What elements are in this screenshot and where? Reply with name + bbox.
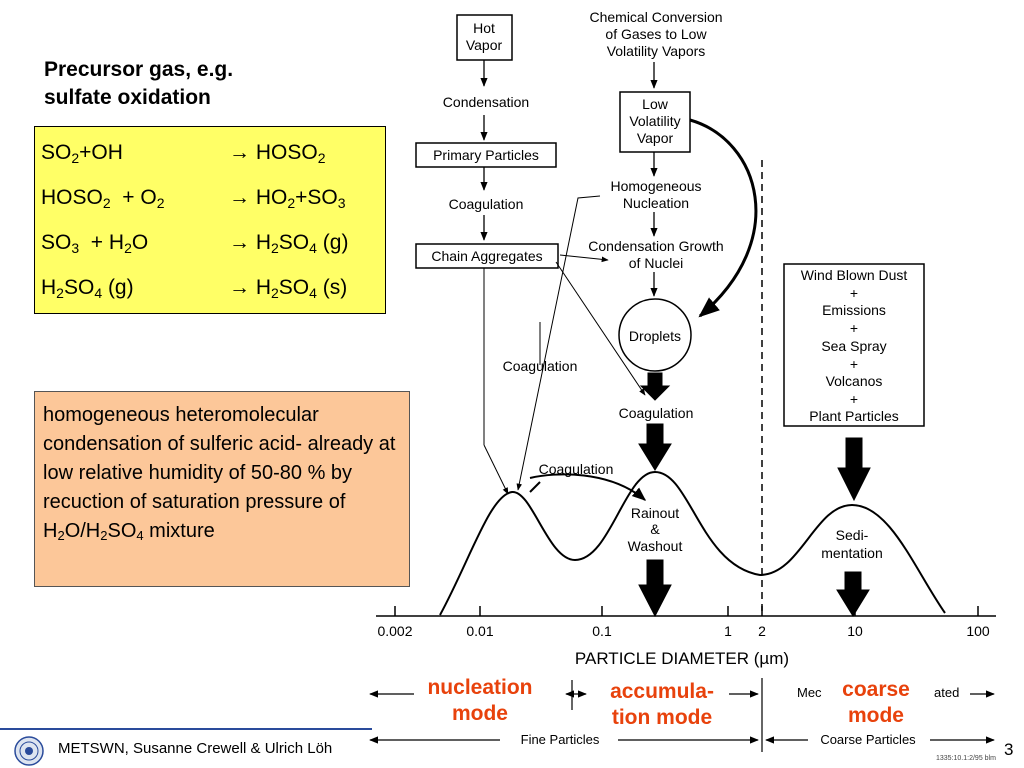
homogeneous-nucleation-1: Homogeneous: [610, 178, 701, 194]
source-3: Sea Spray: [821, 338, 886, 354]
accumulation-mode-line-1: accumula-: [610, 680, 714, 703]
chemical-conversion-3: Volatility Vapors: [607, 43, 706, 59]
fine-particles-label: Fine Particles: [521, 732, 600, 747]
nucleation-mode-line-1: nucleation: [427, 676, 533, 699]
accumulation-mode-line-2: tion mode: [611, 706, 713, 729]
reaction-left: H2SO4 (g): [41, 276, 134, 301]
tick-label: 100: [966, 623, 990, 639]
reaction-right: → HOSO2: [229, 141, 326, 166]
chain-aggregates-box: [415, 243, 559, 269]
reaction-left: SO3 + H2O: [41, 231, 149, 256]
sedimentation-label-2: mentation: [821, 545, 882, 561]
source-2: Emissions: [822, 302, 886, 318]
hot-vapor-label-1: Hot: [473, 20, 495, 36]
reaction-right: → H2SO4 (g): [229, 231, 349, 256]
coarse-particles-label: Coarse Particles: [820, 732, 916, 747]
nucleation-mode-line-2: mode: [451, 702, 508, 725]
tick-label: 10: [847, 623, 863, 639]
source-5: Plant Particles: [809, 408, 898, 424]
reaction-row: SO2+OH → HOSO2: [41, 141, 381, 171]
mech-label-left: Mec: [797, 685, 822, 700]
arrow: [483, 444, 509, 495]
coagulation-label-4: Coagulation: [539, 461, 614, 477]
page-number: 3: [1004, 740, 1014, 759]
low-volatility-label-3: Vapor: [637, 130, 674, 146]
chain-aggregates-label: Chain Aggregates: [431, 248, 542, 264]
primary-particles-box: [415, 142, 557, 168]
axis-ticks: [394, 606, 979, 616]
note-box: homogeneous heteromolecular condensation…: [34, 391, 410, 587]
size-distribution-curve: [439, 470, 946, 616]
arrow: [555, 261, 646, 396]
reaction-row: SO3 + H2O → H2SO4 (g): [41, 231, 381, 261]
mech-label-right: ated: [934, 685, 959, 700]
heading-line-2: sulfate oxidation: [44, 86, 211, 109]
reactions-box: SO2+OH → HOSO2 HOSO2 + O2 → HO2+SO3 SO3 …: [34, 126, 386, 314]
coarse-mode-label: coarse mode: [834, 677, 918, 729]
thick-arrow: [836, 571, 870, 617]
condensation-label: Condensation: [443, 94, 529, 110]
tick-mark: [529, 481, 541, 493]
coagulation-label-3: Coagulation: [619, 405, 694, 421]
hot-vapor-label-2: Vapor: [466, 37, 503, 53]
primary-particles-label: Primary Particles: [433, 147, 539, 163]
source-1: Wind Blown Dust: [801, 267, 908, 283]
source-plus: +: [850, 285, 858, 301]
thick-arrow: [837, 437, 871, 502]
reaction-row: H2SO4 (g) → H2SO4 (s): [41, 276, 381, 306]
axis-title: PARTICLE DIAMETER (µm): [575, 649, 789, 668]
reaction-row: HOSO2 + O2 → HO2+SO3: [41, 186, 381, 216]
heading-line-1: Precursor gas, e.g.: [44, 58, 234, 81]
figure-code: 1335:10.1:2/95 blm: [936, 755, 996, 762]
tick-label: 0.002: [377, 623, 412, 639]
thick-arrow: [638, 559, 672, 618]
rainout-label-1: Rainout: [631, 505, 679, 521]
sources-box: [783, 263, 925, 427]
nucleation-arrow: [516, 195, 601, 491]
source-plus: +: [850, 320, 858, 336]
footer-text: METSWN, Susanne Crewell & Ulrich Löh: [58, 740, 333, 757]
thick-arrow: [639, 372, 671, 401]
coagulation-curve: [529, 473, 647, 501]
source-plus: +: [850, 391, 858, 407]
source-plus: +: [850, 356, 858, 372]
accumulation-mode-label: accumula- tion mode: [595, 679, 729, 731]
reaction-left: SO2+OH: [41, 141, 123, 166]
tick-label: 2: [758, 623, 766, 639]
source-4: Volcanos: [826, 373, 883, 389]
coarse-mode-line-1: coarse: [842, 678, 910, 701]
heading: Precursor gas, e.g. sulfate oxidation: [44, 56, 344, 112]
institution-logo-icon: [14, 736, 44, 766]
droplets-label: Droplets: [629, 328, 681, 344]
curved-arrow: [689, 118, 758, 318]
arrow: [559, 254, 609, 263]
droplets-circle: [618, 298, 692, 372]
condensation-growth-2: of Nuclei: [629, 255, 683, 271]
reaction-right: → H2SO4 (s): [229, 276, 348, 301]
chemical-conversion-1: Chemical Conversion: [589, 9, 722, 25]
rainout-label-3: Washout: [628, 538, 683, 554]
coagulation-label-2: Coagulation: [503, 358, 578, 374]
sedimentation-label-1: Sedi-: [836, 527, 869, 543]
coagulation-label-1: Coagulation: [449, 196, 524, 212]
chemical-conversion-2: of Gases to Low: [605, 26, 707, 42]
coarse-mode-line-2: mode: [847, 704, 904, 727]
low-volatility-label-2: Volatility: [629, 113, 680, 129]
reaction-right: → HO2+SO3: [229, 186, 346, 211]
tick-label: 0.1: [592, 623, 612, 639]
thick-arrow: [638, 423, 672, 471]
tick-label: 1: [724, 623, 732, 639]
reaction-left: HOSO2 + O2: [41, 186, 165, 211]
low-volatility-vapor-box: [619, 91, 691, 153]
nucleation-mode-label: nucleation mode: [414, 675, 546, 727]
low-volatility-label-1: Low: [642, 96, 669, 112]
tick-label: 0.01: [466, 623, 493, 639]
condensation-growth-1: Condensation Growth: [588, 238, 723, 254]
footer-bar: [0, 728, 372, 730]
homogeneous-nucleation-2: Nucleation: [623, 195, 689, 211]
rainout-label-2: &: [650, 521, 660, 537]
